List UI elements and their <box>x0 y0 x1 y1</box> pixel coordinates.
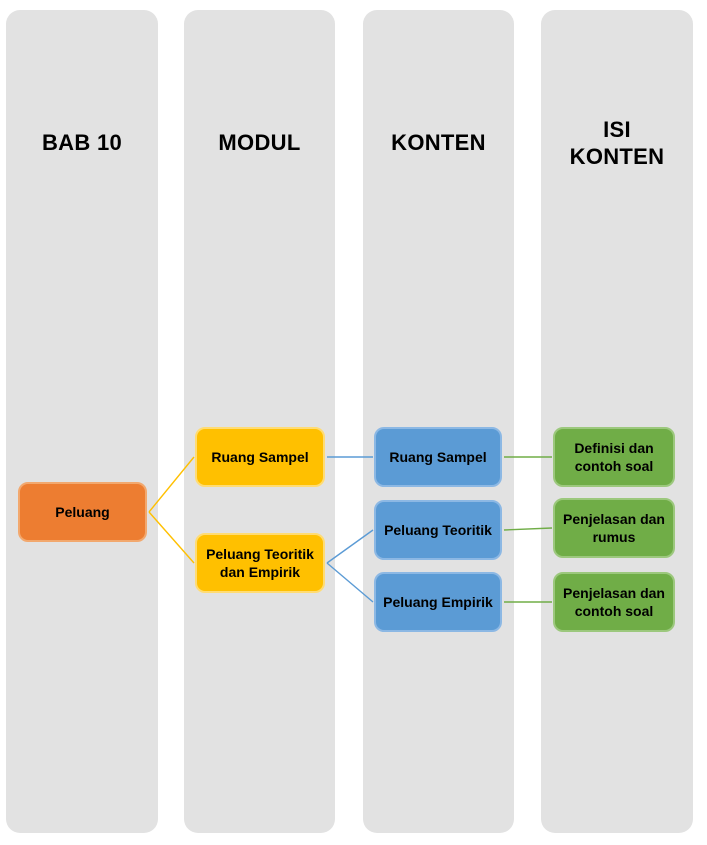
node-konten-peluang-teoritik: Peluang Teoritik <box>374 500 502 560</box>
node-modul-ruang-sampel: Ruang Sampel <box>195 427 325 487</box>
node-modul-peluang-teoritik-dan-empirik: Peluang Teoritik dan Empirik <box>195 533 325 593</box>
node-isi-penjelasan-dan-rumus: Penjelasan dan rumus <box>553 498 675 558</box>
node-isi-definisi-dan-contoh-soal: Definisi dan contoh soal <box>553 427 675 487</box>
column-modul: MODUL <box>184 10 335 833</box>
column-konten: KONTEN <box>363 10 514 833</box>
node-isi-penjelasan-dan-contoh-soal: Penjelasan dan contoh soal <box>553 572 675 632</box>
column-bab10: BAB 10 <box>6 10 158 833</box>
column-header-isi-konten: ISI KONTEN <box>569 116 665 170</box>
node-peluang: Peluang <box>18 482 147 542</box>
column-header-konten: KONTEN <box>391 130 486 156</box>
column-header-bab10: BAB 10 <box>41 130 123 156</box>
column-isi-konten: ISI KONTEN <box>541 10 693 833</box>
node-konten-ruang-sampel: Ruang Sampel <box>374 427 502 487</box>
column-header-modul: MODUL <box>218 130 301 156</box>
node-konten-peluang-empirik: Peluang Empirik <box>374 572 502 632</box>
